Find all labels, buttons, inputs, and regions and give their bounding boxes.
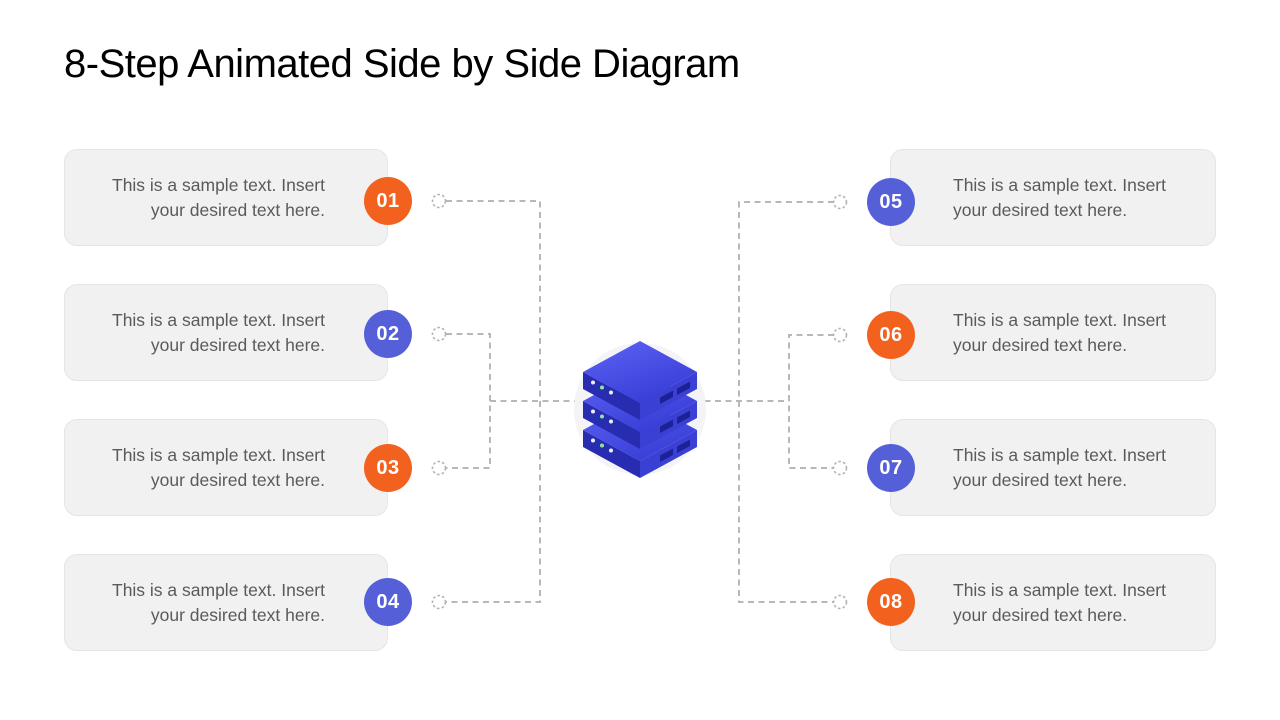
step-text-line: your desired text here. xyxy=(150,334,325,355)
step-text-line: your desired text here. xyxy=(150,469,325,490)
connector-endpoint-icon xyxy=(832,194,848,210)
slide-title: 8-Step Animated Side by Side Diagram xyxy=(64,42,740,86)
step-text-line: This is a sample text. Insert xyxy=(112,309,325,330)
step-badge-04: 04 xyxy=(364,578,412,626)
step-text-line: This is a sample text. Insert xyxy=(953,579,1166,600)
connector-right-inner xyxy=(788,334,834,469)
step-text-line: This is a sample text. Insert xyxy=(953,174,1166,195)
connector-endpoint-icon xyxy=(832,327,848,343)
step-text-line: This is a sample text. Insert xyxy=(112,444,325,465)
step-badge-07: 07 xyxy=(867,444,915,492)
connector-endpoint-icon xyxy=(832,460,848,476)
step-badge-06: 06 xyxy=(867,311,915,359)
step-text-line: your desired text here. xyxy=(953,334,1128,355)
step-card-06: This is a sample text. Insert your desir… xyxy=(890,284,1216,381)
step-text-line: This is a sample text. Insert xyxy=(112,579,325,600)
step-card-07: This is a sample text. Insert your desir… xyxy=(890,419,1216,516)
step-badge-03: 03 xyxy=(364,444,412,492)
step-badge-01: 01 xyxy=(364,177,412,225)
step-text-line: This is a sample text. Insert xyxy=(953,309,1166,330)
step-card-05: This is a sample text. Insert your desir… xyxy=(890,149,1216,246)
step-text-line: your desired text here. xyxy=(150,199,325,220)
step-badge-05: 05 xyxy=(867,178,915,226)
step-text-line: This is a sample text. Insert xyxy=(953,444,1166,465)
connector-right-outer xyxy=(738,201,834,603)
step-card-04: This is a sample text. Insert your desir… xyxy=(64,554,388,651)
step-text-line: your desired text here. xyxy=(150,604,325,625)
step-text-line: your desired text here. xyxy=(953,469,1128,490)
step-text-line: your desired text here. xyxy=(953,199,1128,220)
step-badge-02: 02 xyxy=(364,310,412,358)
step-card-08: This is a sample text. Insert your desir… xyxy=(890,554,1216,651)
connector-endpoint-icon xyxy=(431,193,447,209)
step-card-01: This is a sample text. Insert your desir… xyxy=(64,149,388,246)
connector-endpoint-icon xyxy=(431,460,447,476)
server-stack-icon xyxy=(574,341,706,478)
step-text-line: your desired text here. xyxy=(953,604,1128,625)
step-badge-08: 08 xyxy=(867,578,915,626)
connector-endpoint-icon xyxy=(832,594,848,610)
step-card-02: This is a sample text. Insert your desir… xyxy=(64,284,388,381)
connector-left-inner xyxy=(446,333,491,469)
step-card-03: This is a sample text. Insert your desir… xyxy=(64,419,388,516)
icon-halo xyxy=(574,343,706,475)
connector-endpoint-icon xyxy=(431,594,447,610)
connector-left-outer xyxy=(446,200,541,603)
connector-endpoint-icon xyxy=(431,326,447,342)
step-text-line: This is a sample text. Insert xyxy=(112,174,325,195)
